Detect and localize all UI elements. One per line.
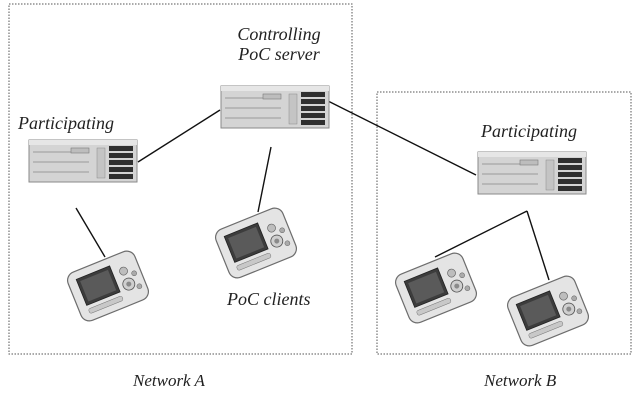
participating-server-b-icon	[477, 151, 587, 195]
pda-icon	[212, 204, 300, 282]
controlling-server-label-line2: PoC server	[238, 43, 320, 64]
pda-icon	[392, 249, 480, 327]
network-a-boundary	[8, 3, 353, 355]
participating-b-label: Participating	[481, 121, 577, 141]
pda-icon	[504, 272, 592, 350]
participating-a-label: Participating	[18, 113, 114, 133]
link-participating-b-to-client-b1	[434, 210, 528, 258]
link-controlling-to-participating-b	[325, 99, 477, 176]
controlling-server-icon	[220, 85, 330, 129]
poc-clients-label: PoC clients	[227, 289, 311, 309]
link-participating-a-to-controlling	[137, 109, 221, 163]
network-b-boundary	[376, 91, 632, 355]
controlling-server-label: Controlling PoC server	[214, 24, 344, 65]
participating-server-a-icon	[28, 139, 138, 183]
pda-icon	[64, 247, 152, 325]
link-participating-b-to-client-b2	[526, 210, 550, 281]
network-a-label: Network A	[133, 371, 205, 390]
controlling-server-label-line1: Controlling	[237, 24, 321, 44]
network-b-label: Network B	[484, 371, 557, 390]
link-controlling-to-client-a2	[257, 146, 272, 213]
link-participating-a-to-client-a1	[75, 207, 106, 258]
